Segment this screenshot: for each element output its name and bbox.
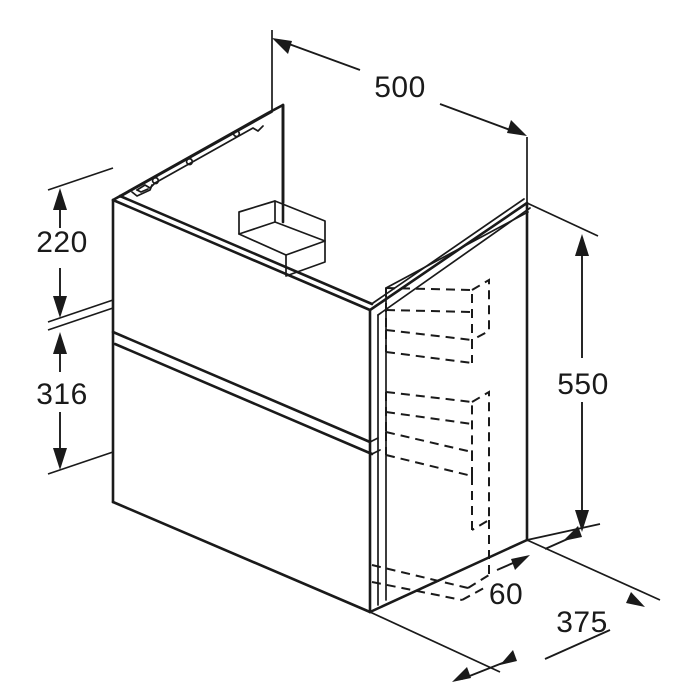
top-cutout-drop	[285, 240, 326, 277]
top-front-right-edge-inner	[372, 198, 525, 304]
dim-375-label: 375	[556, 606, 608, 639]
bracket-plate-left	[131, 184, 153, 197]
base-hidden-line-1	[371, 564, 469, 589]
dim-500-label: 500	[374, 71, 426, 104]
drawer-gap-upper-line	[111, 330, 372, 444]
dim-60-arrow-right	[563, 526, 582, 541]
dim-500-leader-left	[277, 39, 361, 71]
base-hidden-line-4	[461, 587, 485, 601]
dim-375-arrow-left	[452, 667, 471, 682]
dimension-220: 220	[36, 167, 114, 323]
dimension-316: 316	[36, 307, 114, 475]
top-front-left-edge-inner	[118, 194, 374, 306]
top-face-fill	[113, 105, 527, 310]
drawer-gap-side-return-top	[369, 437, 379, 443]
lower-drawer-hidden-far-side	[471, 390, 490, 531]
drawer-gap-lower-line	[113, 342, 374, 456]
dim-316-arrow-bottom	[53, 448, 67, 470]
front-face-fill	[113, 200, 370, 612]
dimension-60: 60	[489, 526, 582, 611]
dim-60-label: 60	[489, 578, 523, 611]
dim-550-arrow-bottom	[575, 510, 589, 532]
back-panel-inner-top-edge	[119, 111, 273, 198]
dim-316-ext-bottom	[47, 451, 114, 475]
cabinet-body	[111, 198, 529, 614]
dim-375-arrow-right	[626, 592, 645, 607]
dim-500-arrow-right	[507, 120, 527, 136]
dim-550-ext-top	[526, 202, 599, 237]
dim-220-ext-bottom	[47, 299, 114, 323]
dim-375-ext-upper	[526, 539, 661, 601]
dim-316-ext-top	[47, 307, 114, 331]
dimension-500: 500	[271, 30, 528, 205]
cabinet-top	[111, 103, 531, 316]
dim-375-ext-lower	[369, 611, 501, 673]
dim-550-label: 550	[557, 368, 609, 401]
dim-500-leader-right	[439, 103, 522, 135]
dim-220-arrow-top	[53, 188, 67, 210]
dim-550-ext-bottom	[526, 523, 601, 541]
panel-fills	[113, 105, 527, 612]
dim-316-label: 316	[36, 378, 88, 411]
dim-220-label: 220	[36, 226, 88, 259]
dim-375-arrow-mid	[500, 650, 517, 665]
dim-220-ext-top	[47, 167, 114, 191]
top-front-right-edge	[368, 201, 529, 312]
front-bottom-edge	[111, 500, 372, 614]
top-front-left-edge	[111, 198, 372, 312]
base-hidden-line-3	[467, 574, 490, 589]
dim-220-arrow-bottom	[53, 296, 67, 318]
dim-316-arrow-top	[53, 332, 67, 354]
bracket-hook-icon-1	[151, 177, 160, 185]
top-front-right-edge-inner2	[377, 207, 531, 316]
dim-500-arrow-left	[272, 38, 292, 54]
bracket-hook-icon-3	[232, 130, 241, 138]
bracket-rail-left-end	[136, 188, 149, 193]
drawer-gap-side-return-bottom	[371, 449, 381, 455]
dim-375-leader-right	[544, 629, 611, 660]
right-side-bottom-edge	[368, 538, 529, 614]
dimension-550: 550	[526, 202, 609, 541]
dim-550-arrow-top	[575, 234, 589, 256]
side-panel-inner-top-edge	[385, 211, 529, 289]
bracket-hook-icon-2	[185, 158, 194, 166]
drawer-reveal	[111, 330, 381, 457]
upper-drawer-hidden-far-side	[471, 278, 490, 341]
dimension-375: 375	[369, 539, 661, 682]
dim-60-arrow-left	[511, 555, 530, 570]
top-cutout-inner-floor	[238, 221, 276, 235]
right-side-face-fill	[370, 203, 527, 612]
